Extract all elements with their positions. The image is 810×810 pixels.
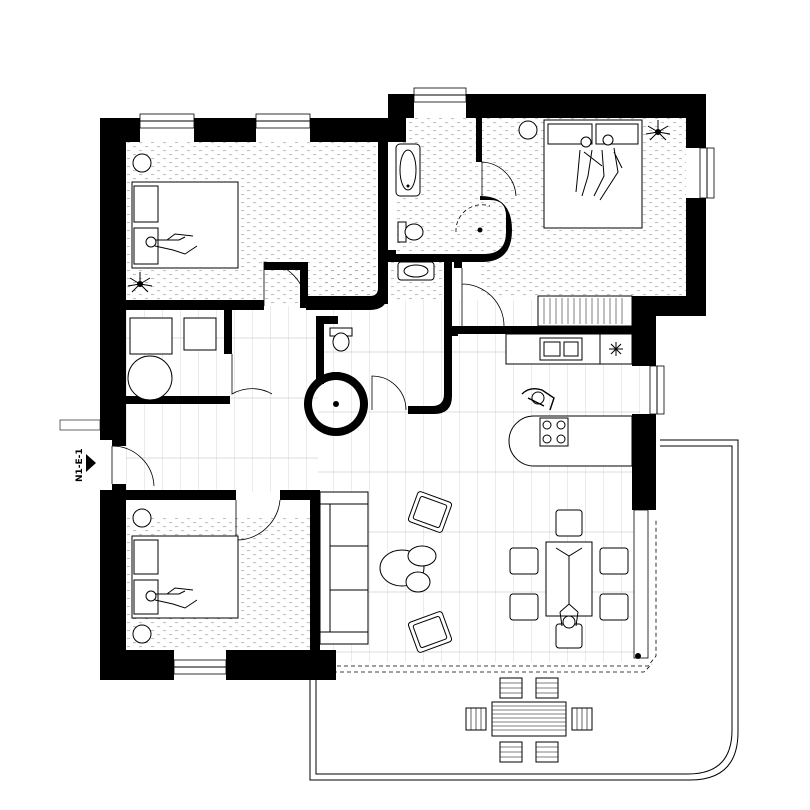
- armchair: [407, 491, 453, 533]
- nightstand-lamp-icon: [132, 153, 152, 173]
- living-furniture: [319, 491, 453, 653]
- chair: [509, 547, 539, 575]
- toilet-icon: [329, 327, 353, 352]
- walls: [100, 94, 706, 680]
- star-icon: [609, 342, 623, 356]
- dining: [509, 509, 641, 659]
- coffee-tables: [379, 545, 437, 593]
- chair: [509, 593, 539, 621]
- plant-icon: [127, 272, 153, 293]
- seated-person-icon: [555, 611, 583, 649]
- chair: [599, 547, 629, 575]
- sink-icon: [397, 261, 435, 281]
- sleeping-couple-icon: [575, 134, 623, 201]
- entrance-arrow-icon: [86, 454, 96, 472]
- utility-closet: [127, 317, 217, 401]
- bedroom-2-furniture: [518, 119, 671, 327]
- nightstand-lamp-icon: [518, 120, 538, 140]
- sofa: [319, 491, 369, 645]
- washing-machine-icon: [127, 355, 173, 401]
- sink-icon: [539, 337, 583, 361]
- terrace: [309, 439, 739, 781]
- nightstand-lamp-icon: [132, 624, 152, 644]
- doors: [59, 161, 517, 541]
- bedroom-1-furniture: [127, 153, 239, 293]
- sleeping-person-icon: [145, 587, 198, 609]
- chair: [599, 593, 629, 621]
- cooktop-icon: [539, 417, 569, 447]
- entrance-label: N1-E-1: [75, 448, 85, 482]
- kitchen-island: [508, 415, 633, 467]
- nightstand-lamp-icon: [132, 508, 152, 528]
- windows: [139, 87, 715, 675]
- shower-enclosure: [304, 372, 368, 404]
- toilet-icon: [397, 221, 424, 243]
- plant-icon: [645, 120, 671, 141]
- wardrobe: [537, 295, 633, 327]
- bedroom-3-furniture: [131, 508, 239, 644]
- terrace-furniture: [465, 677, 593, 763]
- armchair: [407, 611, 453, 653]
- bathroom-fixtures: [304, 143, 491, 436]
- kitchen: [505, 333, 633, 467]
- shower-door: [455, 204, 491, 233]
- chair: [555, 509, 583, 537]
- outdoor-table: [491, 701, 567, 737]
- sleeping-person-icon: [145, 233, 198, 255]
- cook-person-icon: [521, 387, 555, 411]
- entrance-marker: N1-E-1: [75, 448, 96, 482]
